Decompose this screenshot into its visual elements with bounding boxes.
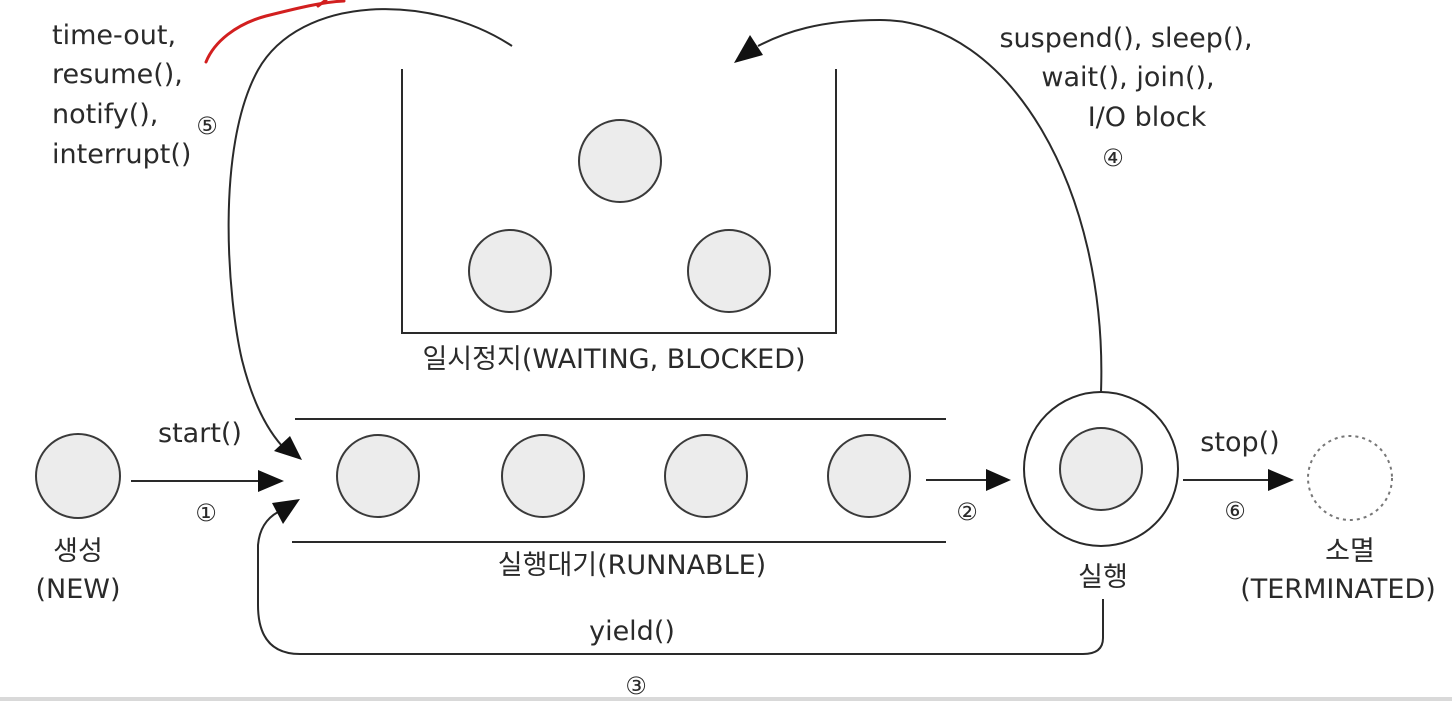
yield-arrow-path xyxy=(257,511,1104,655)
to-waiting-label-line-3: I/O block xyxy=(1088,102,1207,133)
to-waiting-label-line-2: wait(), join(), xyxy=(1041,62,1214,93)
from-waiting-label-line-1: time-out, xyxy=(52,20,176,51)
waiting-thread-3 xyxy=(687,229,771,313)
terminated-state-label: 소멸 xyxy=(1325,536,1375,567)
from-waiting-arrow-head xyxy=(274,436,302,460)
runnable-thread-1 xyxy=(336,434,420,518)
bottom-edge-bar xyxy=(0,697,1452,701)
red-ink-stroke xyxy=(204,0,346,64)
yield-arrow-head xyxy=(272,499,300,524)
from-waiting-label-line-3: notify(), xyxy=(52,99,158,130)
terminated-state-label-en: (TERMINATED) xyxy=(1240,574,1436,605)
to-waiting-arrow-path xyxy=(757,18,1103,393)
to-waiting-arrow-head xyxy=(734,35,763,63)
running-state-label: 실행 xyxy=(1078,562,1128,593)
stop-number: ⑥ xyxy=(1224,497,1246,525)
dispatch-number: ② xyxy=(956,498,978,526)
runnable-thread-3 xyxy=(664,434,748,518)
terminated-dashed-circle xyxy=(1307,435,1393,521)
start-number: ① xyxy=(195,499,217,527)
new-state-label: 생성 xyxy=(53,536,103,567)
from-waiting-arrow-path xyxy=(227,8,513,447)
waiting-thread-1 xyxy=(578,119,662,203)
yield-number: ③ xyxy=(625,672,647,700)
running-thread-circle xyxy=(1059,427,1143,511)
new-state-label-en: (NEW) xyxy=(35,574,120,605)
waiting-container xyxy=(401,69,837,334)
from-waiting-number: ⑤ xyxy=(196,112,218,140)
new-thread-circle xyxy=(35,433,121,519)
start-label: start() xyxy=(158,418,242,449)
dispatch-arrow-head xyxy=(986,469,1011,491)
to-waiting-label-line-1: suspend(), sleep(), xyxy=(999,23,1252,54)
runnable-thread-4 xyxy=(827,434,911,518)
waiting-state-label: 일시정지(WAITING, BLOCKED) xyxy=(422,344,805,375)
to-waiting-number: ④ xyxy=(1102,144,1124,172)
from-waiting-label-line-2: resume(), xyxy=(52,59,183,90)
yield-label: yield() xyxy=(589,616,675,647)
start-arrow-head xyxy=(258,470,284,492)
runnable-state-label: 실행대기(RUNNABLE) xyxy=(498,550,766,581)
stop-label: stop() xyxy=(1200,427,1279,458)
from-waiting-label-line-4: interrupt() xyxy=(52,139,191,170)
waiting-thread-2 xyxy=(468,229,552,313)
red-ink-tick xyxy=(316,0,328,8)
stop-arrow-head xyxy=(1268,469,1294,491)
runnable-thread-2 xyxy=(501,434,585,518)
